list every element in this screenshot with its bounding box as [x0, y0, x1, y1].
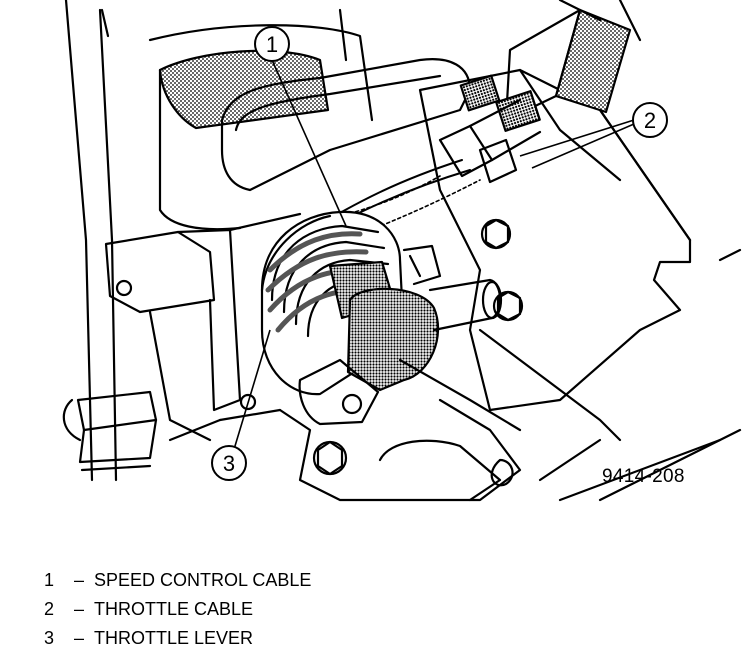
- legend-text: THROTTLE CABLE: [94, 599, 254, 619]
- leader-line-3: [231, 329, 271, 457]
- callout-1: 1: [254, 26, 290, 62]
- mount-bracket: [104, 212, 302, 442]
- callout-2-number: 2: [644, 108, 656, 133]
- legend-dash: –: [73, 599, 84, 619]
- legend-dash: –: [73, 570, 84, 590]
- legend-dash: –: [73, 628, 84, 648]
- callout-1-number: 1: [266, 32, 278, 57]
- leader-line-2: [519, 119, 635, 157]
- legend-number: 3: [44, 628, 55, 648]
- legend-number: 2: [44, 599, 55, 619]
- lower-linkage: [168, 248, 742, 502]
- legend-number: 1: [44, 570, 55, 590]
- legend-text: THROTTLE LEVER: [94, 628, 254, 648]
- callout-2: 2: [632, 102, 668, 138]
- throttle-cable-end: [438, 98, 542, 184]
- legend-item: 2–THROTTLE CABLE: [44, 595, 311, 624]
- throttle-lever-drum: [260, 210, 440, 426]
- vacuum-hose: [62, 0, 158, 482]
- throttle-assembly-illustration: 1 2 3: [62, 0, 742, 502]
- callout-3-number: 3: [223, 451, 235, 476]
- cable-bracket: [418, 68, 692, 442]
- intake-housing: [100, 8, 374, 231]
- legend-text: SPEED CONTROL CABLE: [94, 570, 312, 590]
- legend: 1–SPEED CONTROL CABLE 2–THROTTLE CABLE 3…: [44, 566, 311, 653]
- figure-number: 9414-208: [602, 466, 685, 487]
- plenum-cover: [220, 58, 472, 192]
- callout-3: 3: [211, 445, 247, 481]
- leader-line-2b: [531, 123, 635, 169]
- leader-line-1: [271, 59, 347, 227]
- cable-housing: [459, 0, 642, 132]
- bolt: [239, 218, 524, 476]
- legend-item: 3–THROTTLE LEVER: [44, 624, 311, 653]
- legend-item: 1–SPEED CONTROL CABLE: [44, 566, 311, 595]
